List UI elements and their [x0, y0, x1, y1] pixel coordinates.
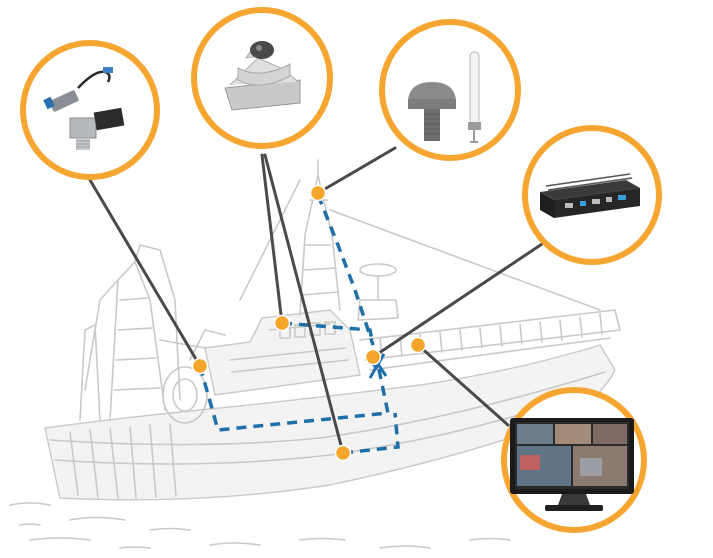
network-line-mast — [316, 194, 375, 346]
mast — [239, 159, 601, 316]
wire-camera-b — [263, 153, 345, 455]
wire-camera-a — [260, 153, 284, 325]
wire-sensors — [88, 178, 202, 368]
node-hold-sensor — [334, 444, 352, 462]
wire-computer — [371, 238, 550, 359]
proximity-sensor-and-pressure-transducer-icon — [43, 67, 125, 150]
callout-monitor — [501, 387, 647, 533]
callout-computer — [522, 125, 662, 265]
fanless-box-computer-icon — [540, 173, 640, 218]
stern-stripes — [69, 423, 177, 499]
node-monitor-feed — [409, 336, 427, 354]
leader-wires — [88, 146, 550, 455]
node-sensor — [191, 357, 209, 375]
callout-antennas — [379, 19, 521, 161]
wire-monitor — [416, 343, 510, 427]
network-line-lower — [342, 412, 400, 455]
video-monitor-icon — [510, 418, 634, 511]
radar — [357, 263, 399, 321]
network-line-sensor — [198, 364, 391, 432]
wire-antennas — [316, 146, 397, 195]
network-line-camera — [281, 321, 375, 346]
callout-sensors — [20, 40, 160, 180]
node-camera — [273, 314, 291, 332]
fishing-boat-illustration — [44, 159, 621, 501]
sea-lines — [9, 502, 511, 549]
node-mast-top — [309, 184, 327, 202]
gps-and-whip-antenna-icon — [408, 51, 481, 143]
aft-gantry — [79, 244, 206, 421]
connection-nodes — [191, 184, 427, 462]
node-hub — [364, 348, 382, 366]
dome-camera-icon — [224, 41, 301, 111]
arrowhead-2 — [368, 361, 388, 379]
net-drum — [162, 329, 226, 424]
callout-dome-camera — [191, 7, 333, 149]
bow-rail — [359, 309, 621, 371]
